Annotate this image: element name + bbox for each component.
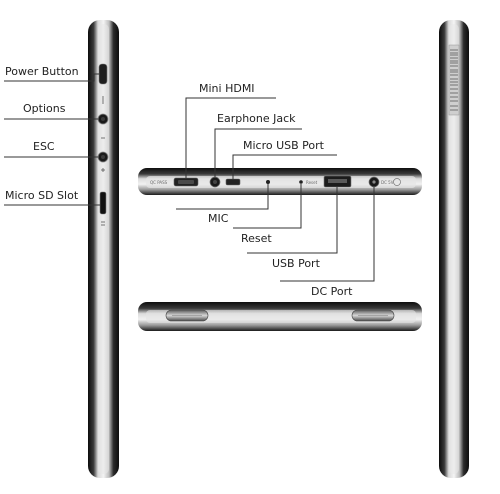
micro-sd-slot-shape [99, 191, 107, 215]
mic-hole-shape [266, 180, 270, 184]
reset-hole-shape [299, 180, 303, 184]
mic-label: MIC [208, 212, 229, 225]
top-edge-view: QC PASS Reset DC 5V [138, 168, 422, 195]
micro-sd-slot-label: Micro SD Slot [5, 189, 79, 202]
leader-lines [4, 73, 375, 282]
mini-hdmi-leader [185, 97, 276, 178]
reset-leader [233, 184, 302, 229]
earphone-jack-label: Earphone Jack [217, 112, 296, 125]
micro-usb-port-shape [225, 178, 241, 186]
right-side-view [439, 20, 469, 478]
reset-mark: Reset [306, 180, 318, 185]
options-label: Options [23, 102, 66, 115]
dc-port-leader [280, 187, 375, 282]
bottom-edge-view [138, 302, 422, 331]
mic-leader [176, 184, 269, 210]
mini-hdmi-label: Mini HDMI [199, 82, 255, 95]
earphone-jack-leader [214, 128, 302, 177]
dc-mark: DC 5V [381, 180, 394, 185]
usb-port-label: USB Port [272, 257, 320, 270]
qc-pass-mark: QC PASS [150, 180, 168, 185]
reset-label: Reset [241, 232, 272, 245]
barcode-sticker-icon [448, 44, 460, 116]
power-button-label: Power Button [5, 65, 79, 78]
micro-usb-port-label: Micro USB Port [243, 139, 324, 152]
power-button-leader [4, 73, 99, 82]
usb-port-leader [247, 187, 338, 254]
dc-port-label: DC Port [311, 285, 353, 298]
left-side-view [88, 20, 119, 478]
esc-label: ESC [33, 140, 55, 153]
power-button-shape [98, 63, 108, 85]
micro-usb-leader [232, 154, 337, 179]
